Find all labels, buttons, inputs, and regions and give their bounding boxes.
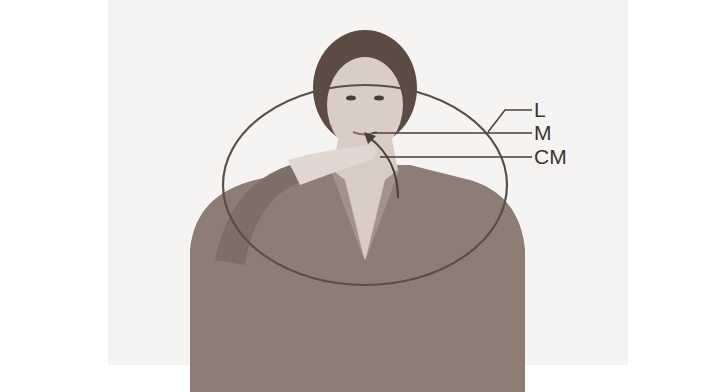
location-circle: [223, 85, 507, 285]
leader-line: [380, 156, 532, 158]
leader-line: [488, 110, 532, 132]
movement-arrow: [370, 138, 398, 198]
hand: [288, 145, 376, 185]
part-label: L: [534, 99, 546, 121]
collar: [330, 168, 365, 262]
leader-line: [372, 132, 532, 134]
arrow-head: [364, 132, 376, 144]
collar: [365, 168, 400, 262]
face: [327, 57, 403, 153]
part-label: CM: [534, 146, 567, 168]
eye: [374, 96, 384, 101]
eye: [346, 96, 356, 101]
part-label: M: [534, 122, 552, 144]
